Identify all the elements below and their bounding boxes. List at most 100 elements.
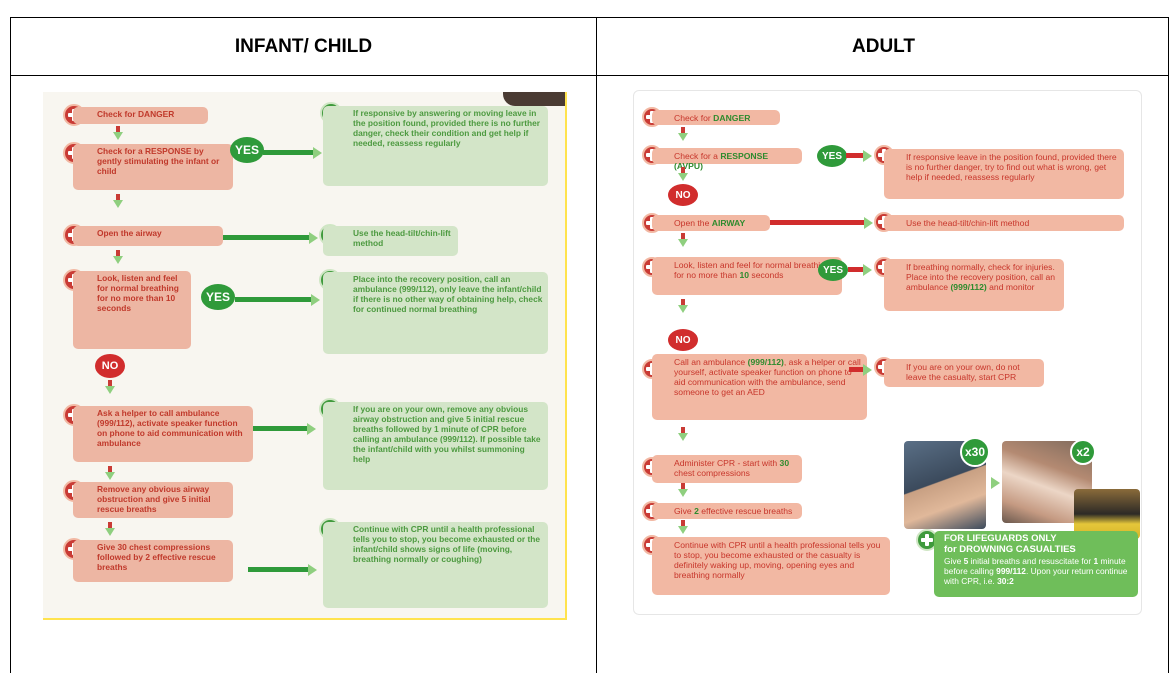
step-text: Give xyxy=(97,542,118,552)
step-highlight: 10 xyxy=(739,270,750,281)
step-administer-cpr: Administer CPR - start with 30 chest com… xyxy=(652,455,802,483)
step-check-danger: Check for DANGER xyxy=(73,107,208,124)
down-arrow-icon xyxy=(113,194,123,208)
adult-flowchart: Check for DANGER Check for a RESPONSE (A… xyxy=(633,90,1142,615)
down-arrow-icon xyxy=(678,233,688,247)
result-alone: If you are on your own, remove any obvio… xyxy=(323,402,548,490)
step-highlight: (999/112) xyxy=(747,357,784,367)
connector-bar xyxy=(235,297,313,302)
step-highlight: RESPONSE xyxy=(144,146,192,156)
step-text: Look, listen and feel for normal breathi… xyxy=(674,260,830,281)
step-highlight: DANGER xyxy=(137,109,175,119)
lifeguard-photo xyxy=(1074,489,1140,539)
step-highlight: DANGER xyxy=(713,113,751,123)
note-text: . Upon your return continue with CPR, i.… xyxy=(944,566,1128,587)
connector-bar xyxy=(263,150,315,155)
down-arrow-icon xyxy=(678,520,688,534)
step-highlight: AIRWAY xyxy=(711,218,746,228)
step-open-airway: Open the airway xyxy=(73,226,223,246)
right-arrow-icon xyxy=(991,477,1000,489)
step-text: and monitor xyxy=(986,282,1035,293)
no-badge: NO xyxy=(95,354,125,378)
step-text: Administer CPR - start with xyxy=(674,458,780,468)
photo-edge xyxy=(503,92,565,106)
result-head-tilt: Use the head-tilt/chin-lift method xyxy=(323,226,458,256)
connector-bar xyxy=(849,367,865,372)
connector-bar xyxy=(223,235,311,240)
column-header-infant-child: INFANT/ CHILD xyxy=(234,35,373,57)
step-text: effective rescue breaths xyxy=(698,506,793,516)
right-arrow-icon xyxy=(308,564,317,576)
result-recovery-position: Place into the recovery position, call a… xyxy=(323,272,548,354)
right-arrow-icon xyxy=(863,364,872,376)
right-arrow-icon xyxy=(307,423,316,435)
yes-badge: YES xyxy=(230,137,264,163)
step-text: , activate speaker function on phone to … xyxy=(97,417,243,448)
note-text: minute before calling xyxy=(944,556,1126,577)
result-head-tilt: Use the head-tilt/chin-lift method xyxy=(884,215,1124,231)
lifeguard-title: FOR LIFEGUARDS ONLY xyxy=(944,533,1057,544)
connector-bar xyxy=(253,426,309,431)
no-badge: NO xyxy=(668,184,698,206)
right-arrow-icon xyxy=(313,147,322,159)
step-check-response: Check for a RESPONSE by gently stimulati… xyxy=(73,144,233,190)
lifeguard-note: FOR LIFEGUARDS ONLY for DROWNING CASUALT… xyxy=(934,531,1138,597)
step-highlight: 10 seconds xyxy=(97,292,176,313)
green-cross-icon xyxy=(916,529,938,551)
right-arrow-icon xyxy=(864,217,873,229)
column-divider xyxy=(596,18,597,673)
lifeguard-body: Give 5 initial breaths and resuscitate f… xyxy=(944,556,1133,587)
right-arrow-icon xyxy=(309,232,318,244)
step-open-airway: Open the AIRWAY xyxy=(652,215,770,231)
step-text: , ask a helper or call yourself, activat… xyxy=(674,357,861,398)
step-text: Continue with xyxy=(353,524,411,534)
step-text: Give xyxy=(674,506,695,516)
step-highlight: (999/112) xyxy=(950,282,987,293)
step-text: Ask a helper to call ambulance xyxy=(97,408,220,418)
down-arrow-icon xyxy=(113,126,123,140)
step-text: If breathing normally, check for injurie… xyxy=(906,262,1056,293)
step-text: Open the xyxy=(674,218,712,228)
down-arrow-icon xyxy=(678,167,688,181)
result-alone: If you are on your own, do not leave the… xyxy=(884,359,1044,387)
note-text: Give xyxy=(944,556,964,567)
step-call-ambulance: Call an ambulance (999/112), ask a helpe… xyxy=(652,354,867,420)
step-text: Check for a xyxy=(97,146,145,156)
result-responsive: If responsive leave in the position foun… xyxy=(884,149,1124,199)
no-badge: NO xyxy=(668,329,698,351)
step-check-response: Check for a RESPONSE (AVPU) xyxy=(652,148,802,171)
infant-child-flowchart: Check for DANGER Check for a RESPONSE by… xyxy=(43,92,567,620)
result-recovery-position: If breathing normally, check for injurie… xyxy=(884,259,1064,311)
header-divider xyxy=(11,75,1168,76)
right-arrow-icon xyxy=(863,150,872,162)
down-arrow-icon xyxy=(678,299,688,313)
down-arrow-icon xyxy=(678,427,688,441)
right-arrow-icon xyxy=(311,294,320,306)
down-arrow-icon xyxy=(678,483,688,497)
step-text: Check for a xyxy=(674,151,721,161)
down-arrow-icon xyxy=(105,380,115,394)
step-text: followed by xyxy=(97,551,146,562)
comparison-table: INFANT/ CHILD ADULT xyxy=(10,17,1169,673)
step-rescue-breaths: Give 2 effective rescue breaths xyxy=(652,503,802,519)
yes-badge: YES xyxy=(201,284,235,310)
step-call-ambulance: Ask a helper to call ambulance (999/112)… xyxy=(73,406,253,462)
yes-badge: YES xyxy=(817,145,847,167)
down-arrow-icon xyxy=(105,466,115,480)
right-arrow-icon xyxy=(863,264,872,276)
step-text: chest compressions xyxy=(674,468,750,479)
compressions-count-badge: x30 xyxy=(960,437,990,467)
note-highlight: 5 xyxy=(963,556,969,567)
step-highlight: RESPONSE (AVPU) xyxy=(674,151,769,172)
result-responsive: If responsive by answering or moving lea… xyxy=(323,106,548,186)
step-text: seconds xyxy=(749,270,784,281)
step-highlight: CPR xyxy=(410,524,429,534)
down-arrow-icon xyxy=(678,127,688,141)
step-check-breathing: Look, listen and feel for normal breathi… xyxy=(73,271,191,349)
connector-bar xyxy=(770,220,866,225)
step-highlight: 2 effective rescue breaths xyxy=(97,551,216,572)
step-check-breathing: Look, listen and feel for normal breathi… xyxy=(652,257,842,295)
connector-bar xyxy=(846,153,864,158)
note-highlight: 999/112 xyxy=(996,566,1026,577)
